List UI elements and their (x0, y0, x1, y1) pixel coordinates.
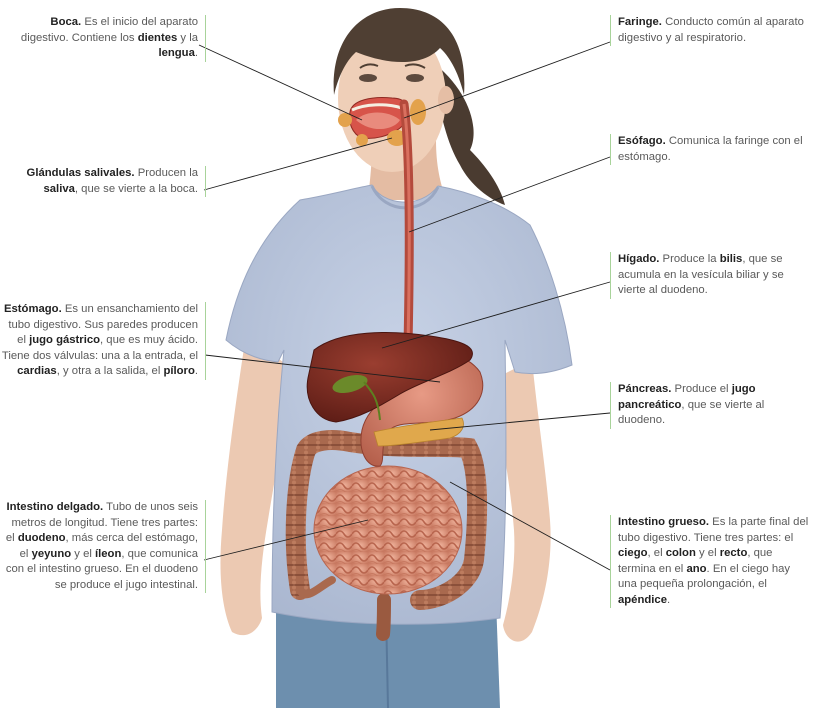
salivary-gland-1 (338, 113, 352, 127)
jeans (276, 600, 500, 708)
grueso-text-9: . En el ciego hay una pequeña prolongaci… (618, 562, 791, 591)
estomago-text-3: , que es muy ácido. Tiene dos válvulas: … (1, 334, 198, 362)
grueso-text-7: , que termina en el (618, 547, 773, 575)
estomago-text-4: cardias (17, 365, 57, 377)
leader-boca (198, 44, 363, 121)
grueso-text-2: ciego (618, 547, 648, 559)
grueso-text-10: apéndice (618, 593, 667, 606)
faringe-text-1: Conducto común al aparato digestivo y al… (618, 16, 804, 44)
pancreas-text-1: Produce el (671, 383, 732, 395)
rectum (376, 593, 391, 641)
grueso-text-3: , el (647, 547, 666, 559)
pancreas-text-0: Páncreas. (618, 383, 672, 395)
salivary-gland-4 (410, 99, 426, 125)
label-pancreas: Páncreas. Produce el jugo pancreático, q… (610, 382, 810, 429)
pancreas-text-2: jugo pancreático (618, 383, 756, 411)
estomago-text-0: Estómago. (3, 303, 62, 315)
higado-text-0: Hígado. (618, 253, 660, 265)
estomago-text-2: jugo gástrico (29, 334, 101, 346)
large-intestine (285, 430, 488, 610)
boca-text-0: Boca. (50, 16, 82, 28)
grueso-text-5: y el (695, 547, 720, 559)
label-glandulas-salivales: Glándulas salivales. Producen la saliva,… (0, 166, 206, 197)
delgado-text-2: duodeno (17, 532, 66, 544)
delgado-text-5: y el (71, 547, 95, 560)
glandulas-text-3: , que se vierte a la boca. (74, 182, 198, 195)
leader-glandulas (203, 137, 393, 191)
label-esofago: Esófago. Comunica la faringe con el estó… (610, 134, 810, 165)
label-higado: Hígado. Produce la bilis, que se acumula… (610, 252, 810, 299)
gallbladder (332, 374, 368, 394)
leader-esofago (408, 156, 611, 233)
glandulas-text-0: Glándulas salivales. (26, 167, 135, 179)
boca-text-2: dientes (137, 31, 178, 44)
esofago-text-1: Comunica la faringe con el estómago. (618, 135, 803, 163)
label-intestino-grueso: Intestino grueso. Es la parte final del … (610, 515, 810, 608)
boca-text-3: y la (177, 31, 198, 44)
grueso-text-8: ano (686, 562, 707, 575)
delgado-text-3: , más cerca del estómago, el (19, 532, 198, 560)
esofago-text-0: Esófago. (618, 135, 666, 147)
leader-estomago (204, 354, 441, 383)
boca-text-1: Es el inicio del aparato digestivo. Cont… (20, 16, 198, 44)
grueso-text-0: Intestino grueso. (618, 516, 710, 528)
hair (333, 8, 465, 95)
leader-delgado (203, 519, 369, 561)
estomago-text-5: , y otra a la salida, el (56, 365, 164, 377)
grueso-text-11: . (666, 593, 671, 606)
leader-pancreas (429, 412, 611, 431)
delgado-text-6: íleon (95, 547, 122, 560)
higado-text-1: Produce la (659, 253, 720, 265)
boca-text-4: lengua (158, 47, 195, 59)
left-arm (220, 335, 294, 636)
ear (438, 86, 454, 114)
grueso-text-6: recto (719, 547, 748, 559)
glandulas-text-2: saliva (43, 182, 75, 195)
boca-text-5: . (194, 47, 198, 59)
grueso-text-1: Es la parte final del tubo digestivo. Ti… (618, 516, 809, 544)
leader-faringe (403, 41, 611, 119)
grueso-text-4: colon (665, 547, 696, 559)
label-estomago: Estómago. Es un ensanchamiento del tubo … (0, 302, 206, 380)
estomago-text-1: Es un ensanchamiento del tubo digestivo.… (8, 303, 198, 346)
delgado-text-0: Intestino delgado. (6, 501, 104, 513)
delgado-text-1: Tubo de unos seis metros de longitud. Ti… (5, 501, 198, 544)
label-intestino-delgado: Intestino delgado. Tubo de unos seis met… (0, 500, 206, 593)
leader-grueso (449, 481, 611, 571)
right-arm (492, 360, 551, 642)
salivary-gland-2 (356, 134, 368, 146)
estomago-text-7: . (194, 365, 198, 377)
higado-text-2: bilis (719, 253, 743, 265)
higado-text-3: , que se acumula en la vesícula biliar y… (618, 253, 784, 296)
delgado-text-7: , que comunica con el intestino grueso. … (5, 547, 198, 591)
appendix (296, 576, 336, 599)
label-faringe: Faringe. Conducto común al aparato diges… (610, 15, 810, 46)
leader-higado (381, 281, 611, 349)
label-boca: Boca. Es el inicio del aparato digestivo… (0, 15, 206, 62)
salivary-gland-3 (387, 130, 407, 146)
pancreas (373, 417, 464, 447)
liver (306, 332, 473, 423)
faringe-text-0: Faringe. (618, 16, 662, 28)
glandulas-text-1: Producen la (134, 167, 198, 179)
delgado-text-4: yeyuno (31, 547, 72, 560)
pancreas-text-3: , que se vierte al duodeno. (618, 398, 765, 427)
small-intestine (313, 465, 463, 595)
estomago-text-6: píloro (163, 365, 195, 377)
